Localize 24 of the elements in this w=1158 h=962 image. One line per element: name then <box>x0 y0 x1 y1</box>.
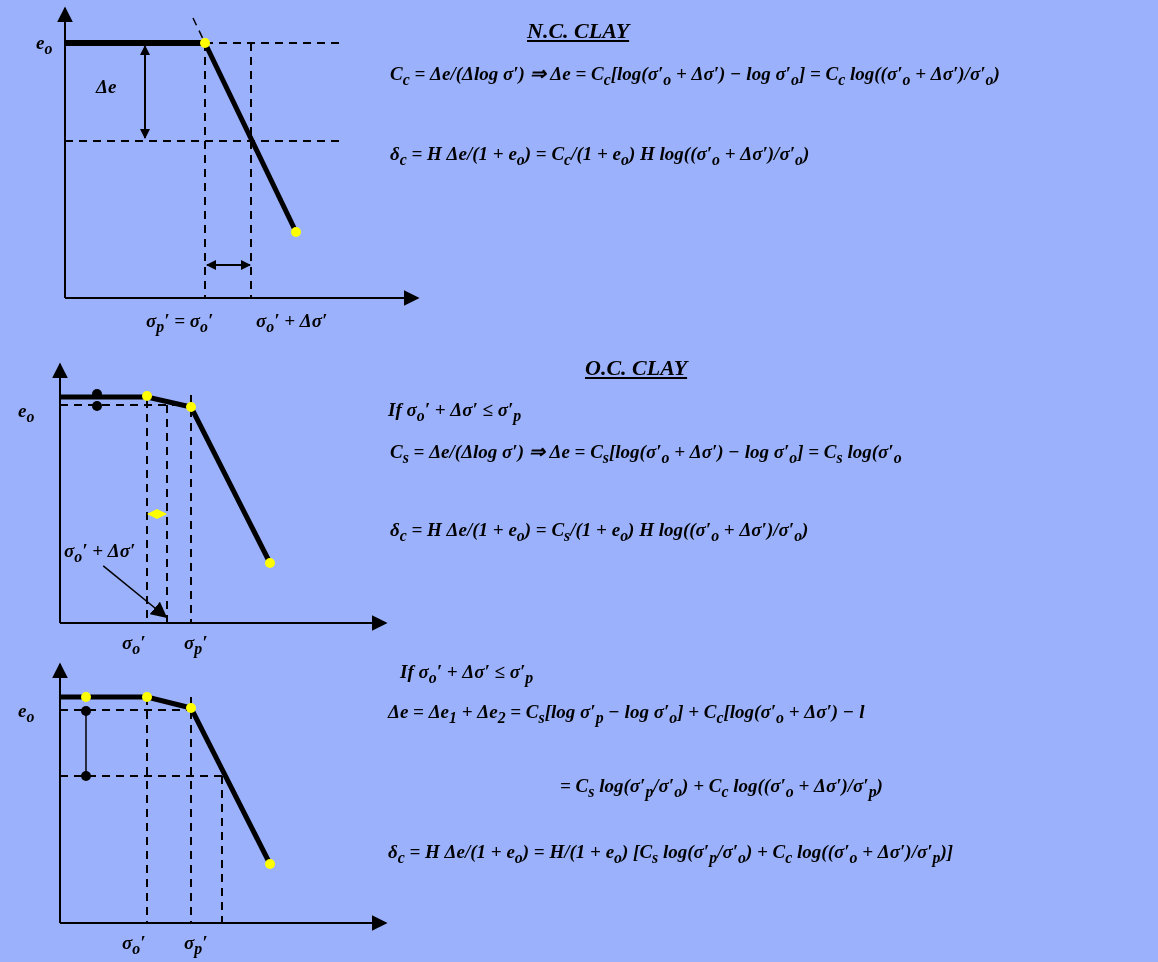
axis-label: Δe <box>96 76 117 98</box>
axis-label: σ$_{p}$′ <box>184 932 208 958</box>
axis-label: σ$_{p}$′ <box>184 632 208 658</box>
equation: δ$_{c}$ = H Δe/(1 + e$_{o}$) = C$_{c}$/(1 + e$_{o}$) H log((σ′$_{o}$ + Δσ′)/σ′$_{o}$) <box>390 142 811 170</box>
equation: = C$_{s}$ log(σ′$_{p}$/σ′$_{o}$) + C$_{c}$ log((σ′$_{o}$ + Δσ′)/σ′$_{p}$) <box>560 774 884 803</box>
equation: If σ$_{o}$′ + Δσ′ ≤ σ′$_{p}$ <box>400 660 535 689</box>
leader-line <box>102 565 168 618</box>
equation: If σ$_{o}$′ + Δσ′ ≤ σ′$_{p}$ <box>388 398 523 427</box>
equation: C$_{s}$ = Δe/(Δlog σ′) ⇒ Δe = C$_{s}$[log(σ′$_{o}$ + Δσ′) − log σ′$_{o}$] = C$_{s}$ log(σ′$_{o}$ <box>390 440 903 468</box>
section-heading: O.C. CLAY <box>585 355 688 381</box>
dashed-line <box>166 404 168 624</box>
equation: C$_{c}$ = Δe/(Δlog σ′) ⇒ Δe = C$_{c}$[log(σ′$_{o}$ + Δσ′) − log σ′$_{o}$] = C$_{c}$ log((σ′$_{o}$ + Δσ′)/σ′$_{o}$) <box>390 62 1001 90</box>
equation: Δe = Δe$_{1}$ + Δe$_{2}$ = C$_{s}$[log σ′$_{p}$ − log σ′$_{o}$] + C$_{c}$[log(σ′$_{o}$ + Δσ′) − l <box>388 700 866 729</box>
equation: δ$_{c}$ = H Δe/(1 + e$_{o}$) = C$_{s}$/(1 + e$_{o}$) H log((σ′$_{o}$ + Δσ′)/σ′$_{o}$) <box>390 518 810 546</box>
equation: δ$_{c}$ = H Δe/(1 + e$_{o}$) = H/(1 + e$_{o}$) [C$_{s}$ log(σ′$_{p}$/σ′$_{o}$) + C$_{c}$ log((σ′$_{o}$ + Δσ′)/σ′$_{p}$)] <box>388 840 955 869</box>
axis-label: e$_{o}$ <box>18 700 35 726</box>
axis-label: σ$_{o}$′ <box>122 932 146 958</box>
axis-label: σ$_{o}$′ <box>122 632 146 658</box>
axis-label: e$_{o}$ <box>36 32 53 58</box>
axis-label: σ$_{o}$′ + Δσ′ <box>256 310 328 336</box>
section-heading: N.C. CLAY <box>527 18 630 44</box>
axis-label: e$_{o}$ <box>18 400 35 426</box>
callout-label: σ$_{o}$′ + Δσ′ <box>64 540 136 566</box>
axis-label: σ$_{p}$′ = σ$_{o}$′ <box>146 310 214 336</box>
